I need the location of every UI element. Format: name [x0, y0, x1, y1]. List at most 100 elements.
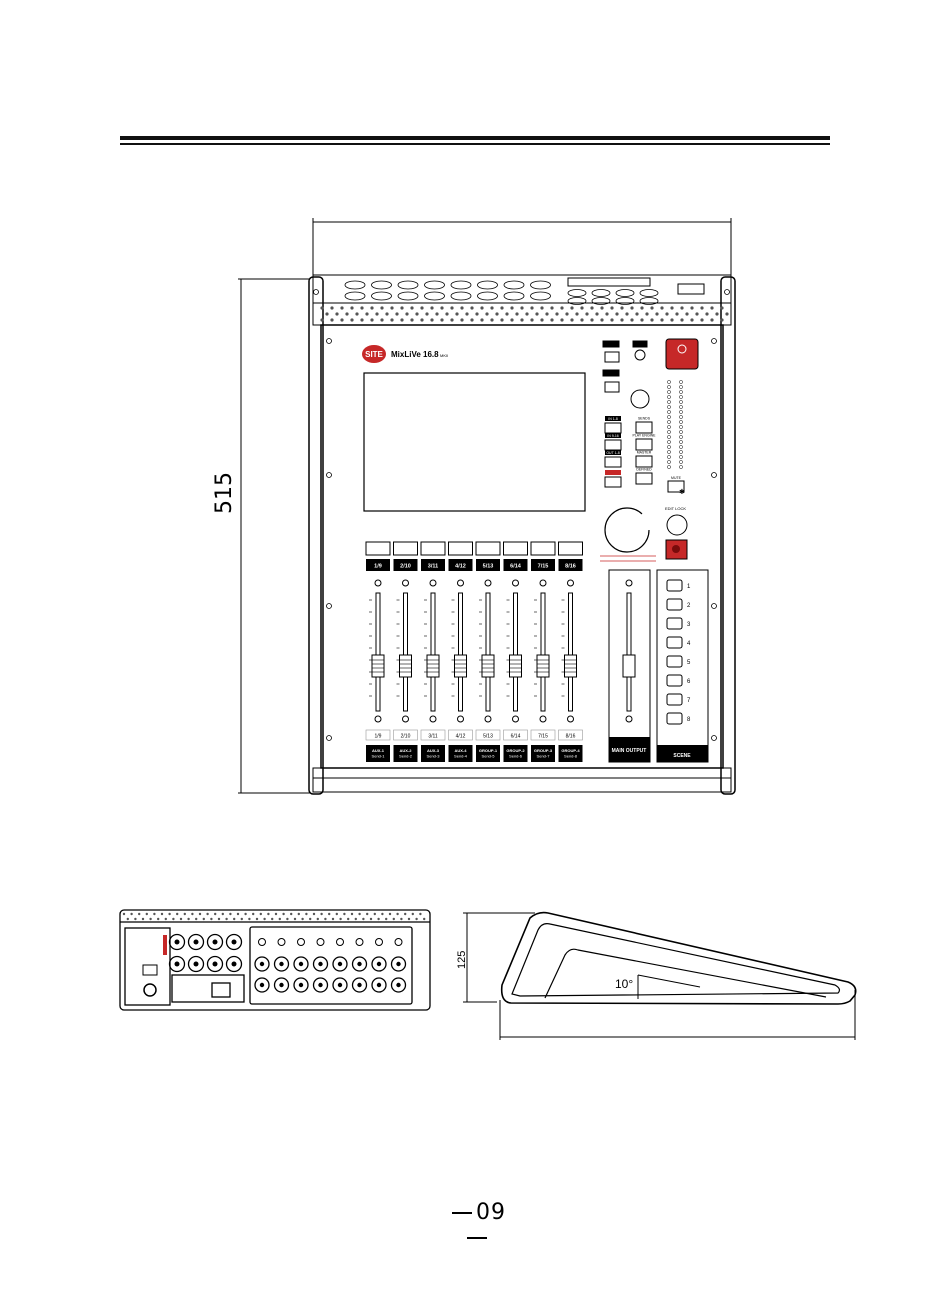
xlr-output-pin — [337, 961, 343, 967]
fader-cap — [454, 654, 467, 678]
xlr-output-pin — [396, 961, 401, 967]
rear-vent-hole — [320, 912, 323, 916]
xlr-input — [225, 955, 243, 973]
rear-connector — [344, 280, 366, 290]
vent-hole — [620, 306, 624, 310]
channel-name-box — [420, 729, 446, 741]
vent-hole — [630, 318, 634, 322]
function-button-label: DEFINED — [636, 468, 652, 472]
meter-led-right — [679, 440, 683, 444]
rear-connector — [530, 280, 551, 290]
channel-name: 2/10 — [401, 734, 411, 740]
meter-led-left — [667, 440, 671, 444]
bus-label-line2: Send-1 — [372, 754, 386, 759]
rear-connector-row — [344, 277, 705, 305]
main-knob — [625, 579, 633, 587]
touch-screen[interactable] — [363, 372, 586, 512]
vent-hole — [720, 318, 724, 322]
rear-vent-hole — [145, 912, 148, 916]
meter-led-right — [679, 450, 683, 454]
vent-hole — [555, 312, 559, 316]
vent-hole — [690, 318, 694, 322]
vent-hole — [490, 306, 494, 310]
vent-hole — [710, 318, 714, 322]
scene-button — [666, 693, 683, 706]
xlr-pin — [174, 961, 180, 967]
screw — [326, 472, 332, 478]
vent-hole — [330, 306, 334, 310]
brand-logo-text: SITE — [365, 350, 383, 359]
fader-track — [458, 592, 463, 712]
vent-hole — [635, 312, 639, 316]
screw — [711, 472, 717, 478]
meter-led-right — [679, 425, 683, 429]
vent-hole — [380, 306, 384, 310]
edit-lock-button[interactable] — [666, 514, 688, 536]
rear-vent-hole — [130, 912, 133, 916]
rear-connector — [477, 291, 498, 301]
channel-faders — [369, 579, 636, 723]
bus-label-box — [476, 745, 500, 762]
channel-name: 7/15 — [538, 734, 548, 740]
channel-select-button — [457, 715, 464, 723]
rear-vent-hole — [278, 917, 281, 921]
bus-label-line1: AUX-1 — [372, 748, 385, 753]
channel-tab-label: 2/10 — [400, 564, 411, 570]
header-rule-thin — [120, 143, 830, 145]
scene-button — [666, 655, 683, 668]
function-button-label: SENDS — [638, 417, 651, 421]
model-name: MixLiVe 16.8 — [391, 350, 439, 359]
rear-vent-hole — [164, 917, 167, 921]
rear-vent-hole — [191, 912, 194, 916]
rear-vent-hole — [331, 917, 335, 921]
vent-hole — [425, 312, 429, 316]
rear-ethernet-slot — [567, 277, 651, 287]
rear-vent-hole — [141, 917, 145, 921]
channel-name: 8/16 — [566, 734, 576, 740]
function-button — [635, 421, 653, 434]
channel-tab-label: 5/13 — [483, 564, 494, 570]
bus-label-box — [558, 745, 583, 762]
meter-led-right — [679, 460, 683, 464]
rear-output-connector — [567, 289, 587, 297]
vent-hole — [650, 318, 654, 322]
rear-vent-hole — [385, 917, 388, 921]
xlr-output-pin — [376, 982, 382, 988]
layer-button-tag-red — [605, 470, 621, 475]
vent-hole — [525, 312, 529, 316]
channel-select-button — [512, 715, 519, 723]
main-select-button — [625, 715, 633, 723]
record-button[interactable] — [665, 539, 688, 560]
fader-cap — [399, 654, 412, 678]
vent-hole — [640, 318, 644, 322]
channel-knob — [374, 579, 382, 587]
xlr-output-pin — [279, 961, 284, 967]
vent-hole — [715, 312, 719, 316]
rear-connector — [503, 291, 525, 301]
rear-vent-hole — [407, 917, 411, 921]
vent-hole — [660, 318, 664, 322]
vent-hole — [590, 306, 594, 310]
rear-vent-hole — [210, 917, 213, 921]
rear-vent-hole — [343, 912, 346, 916]
fader-cap — [564, 654, 577, 678]
vent-hole — [585, 312, 589, 316]
channel-select-button — [374, 715, 382, 723]
scene-button — [666, 617, 683, 630]
rear-connector — [477, 280, 498, 290]
channel-tab-label: 4/12 — [455, 564, 466, 570]
bus-labels: 1/9AUX-1Send-12/10AUX-2Send-23/11AUX-3Se… — [365, 729, 583, 762]
rear-vent-hole — [290, 912, 293, 916]
channel-tab — [393, 559, 418, 571]
jog-wheel[interactable] — [604, 507, 650, 553]
channel-tab — [503, 559, 528, 571]
channel-tab-label: 7/15 — [538, 564, 549, 570]
channel-tab-label: 3/11 — [428, 564, 438, 570]
channel-name: 5/13 — [483, 734, 493, 740]
fader-cap — [509, 654, 522, 678]
power-button[interactable] — [665, 338, 699, 370]
xlr-input — [187, 955, 205, 973]
vent-hole — [530, 306, 534, 310]
vent-hole — [460, 318, 464, 322]
